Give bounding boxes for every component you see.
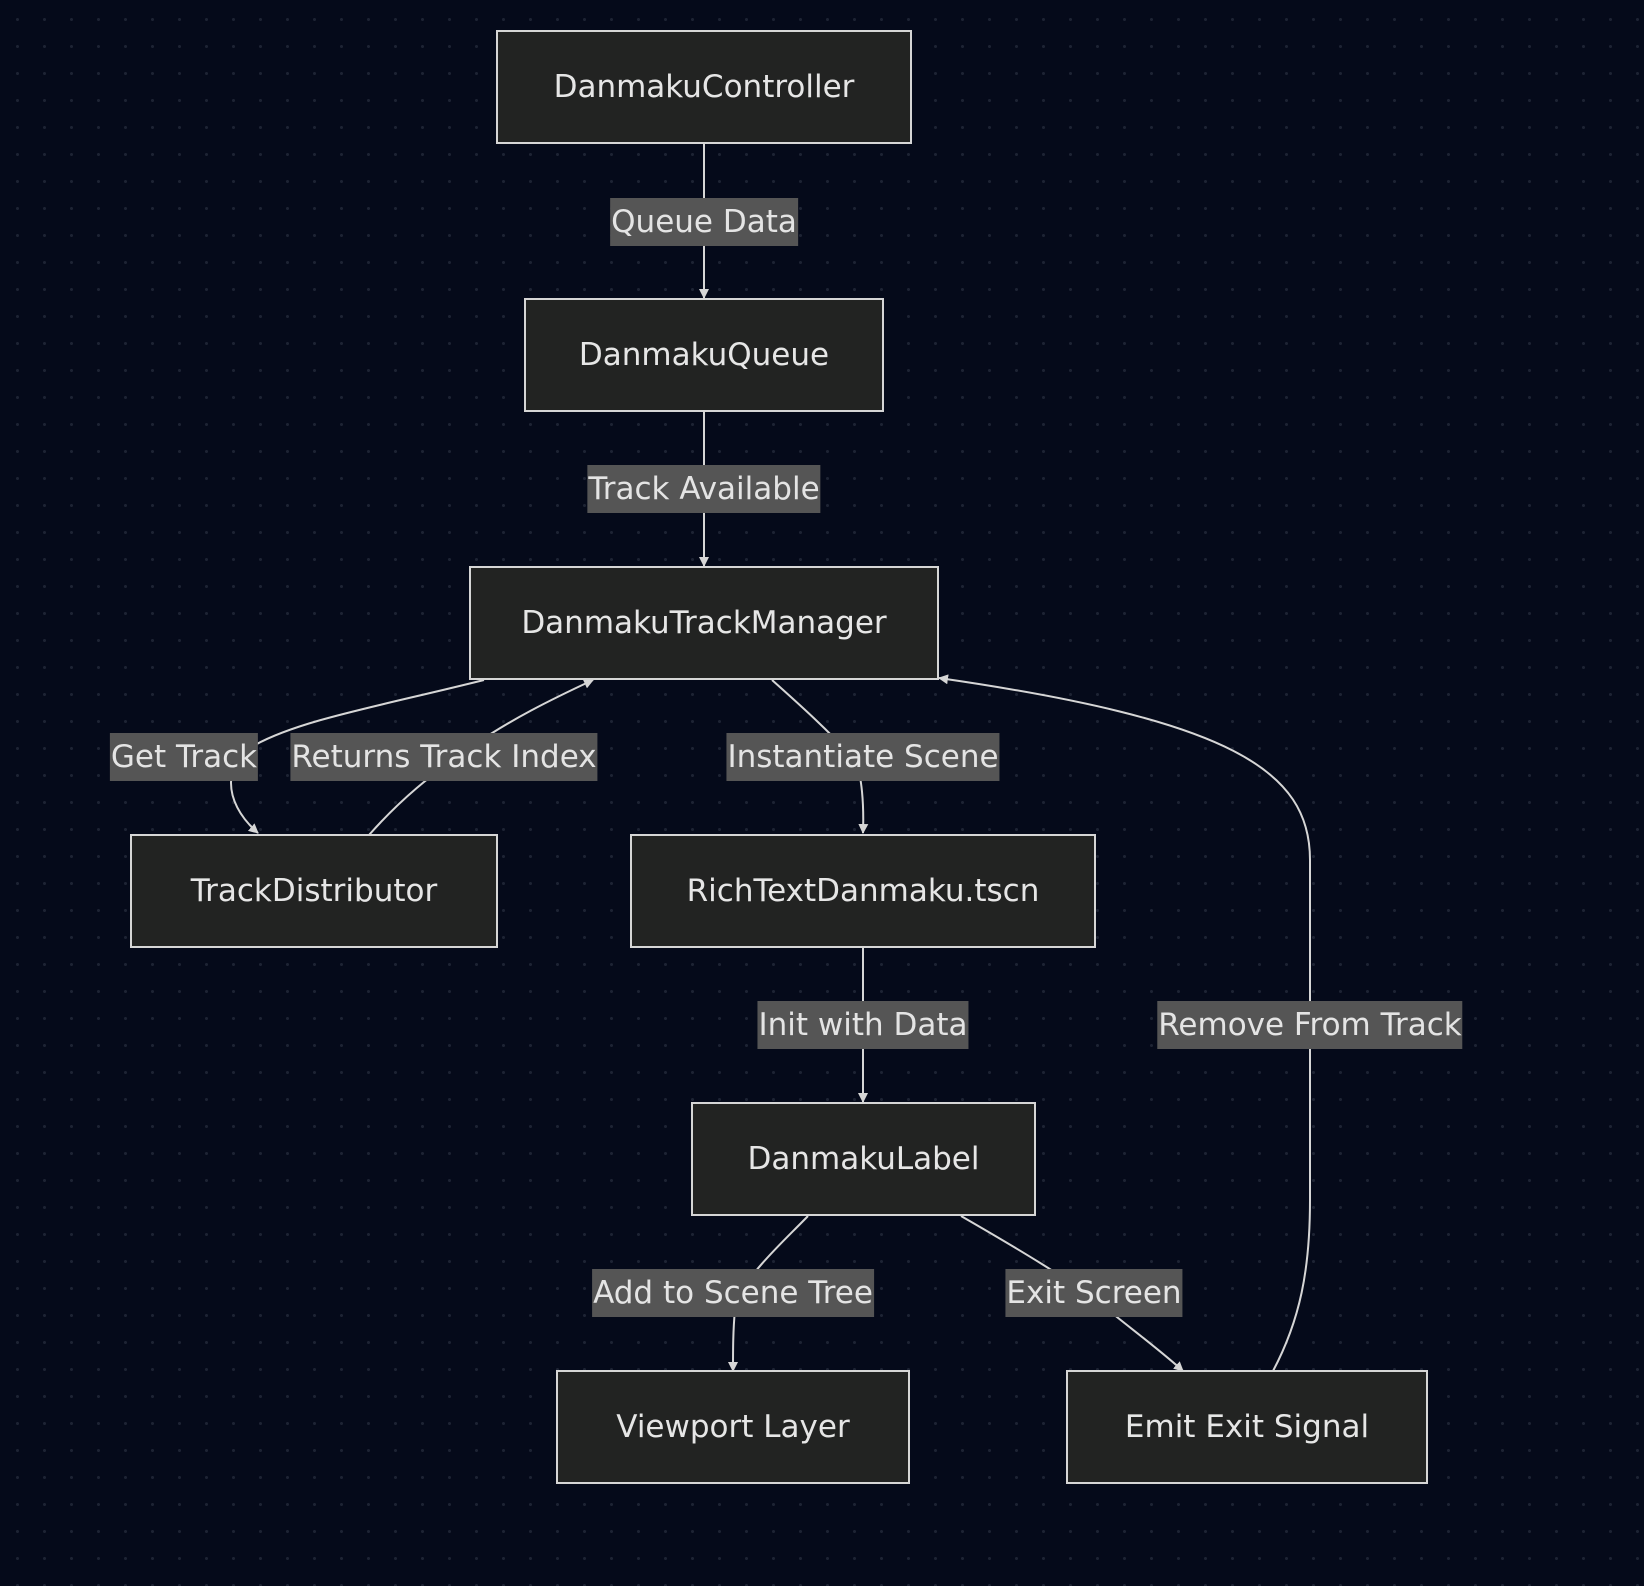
node-danmaku-queue: DanmakuQueue	[524, 298, 884, 412]
node-danmaku-track-manager: DanmakuTrackManager	[469, 566, 939, 680]
node-danmaku-label: DanmakuLabel	[691, 1102, 1036, 1216]
edge-remove-from-track	[938, 674, 1311, 1372]
edge-label-get-track: Get Track	[109, 733, 259, 781]
edge-label-add-to-scene-tree: Add to Scene Tree	[592, 1269, 874, 1317]
edge-label-instantiate-scene: Instantiate Scene	[726, 733, 1000, 781]
edge-label-track-available: Track Available	[587, 465, 821, 513]
node-viewport-layer: Viewport Layer	[556, 1370, 910, 1484]
edge-label-init-with-data: Init with Data	[757, 1001, 969, 1049]
node-danmaku-controller: DanmakuController	[496, 30, 912, 144]
edge-label-returns-track-index: Returns Track Index	[290, 733, 598, 781]
edge-label-exit-screen: Exit Screen	[1005, 1269, 1183, 1317]
node-emit-exit-signal: Emit Exit Signal	[1066, 1370, 1428, 1484]
node-rich-text-danmaku: RichTextDanmaku.tscn	[630, 834, 1096, 948]
node-track-distributor: TrackDistributor	[130, 834, 498, 948]
edge-label-remove-from-track: Remove From Track	[1157, 1001, 1463, 1049]
edge-label-queue-data: Queue Data	[610, 198, 798, 246]
edge-get-track	[230, 679, 485, 834]
